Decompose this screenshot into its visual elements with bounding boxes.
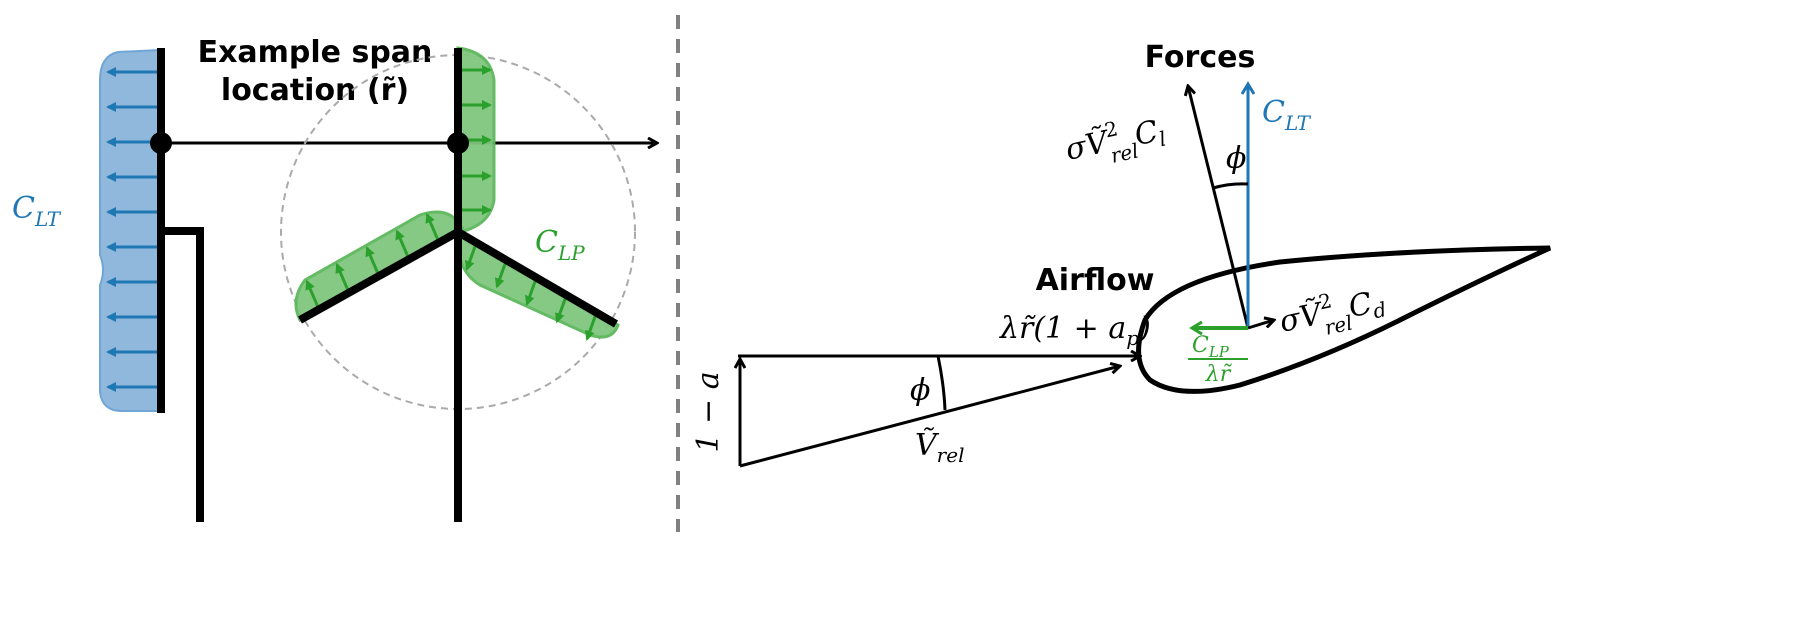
torque-arrows — [305, 65, 599, 341]
phi-airflow: ϕ — [910, 373, 930, 408]
lift-label: σṼ2relCl — [1061, 107, 1169, 177]
torque-arrow-small — [365, 246, 381, 277]
airfoil — [1136, 245, 1552, 394]
forces-title: Forces — [1145, 40, 1256, 75]
nacelle-tower — [161, 227, 204, 522]
drag-label: σṼ2relCd — [1275, 278, 1390, 349]
thrust-distribution-region — [99, 48, 161, 412]
forces-diagram: Forces ϕ CLT σṼ2relCl σṼ2relCd CLP λr̃ A… — [691, 40, 1552, 468]
phi-forces: ϕ — [1226, 141, 1246, 176]
torque-arrow-small — [425, 212, 441, 244]
thrust-arrows — [106, 67, 158, 392]
span-title-line2: location (r̃) — [221, 73, 409, 108]
airflow-title: Airflow — [1036, 263, 1155, 298]
front-view: CLP — [280, 46, 636, 522]
relative-velocity-arrow — [739, 366, 1120, 468]
clp-label: CLP — [535, 225, 585, 265]
clt-label-left: CLT — [12, 191, 62, 231]
lift-arrow — [1188, 86, 1250, 329]
torque-arrow-small — [335, 262, 351, 294]
torque-arrow-small — [395, 229, 411, 260]
span-title-line1: Example span — [198, 35, 433, 70]
blade-left — [298, 228, 460, 324]
tangential-velocity-label: λr̃(1 + ap) — [999, 311, 1151, 350]
clt-label-right: CLT — [1262, 95, 1312, 135]
torque-arrow-small — [305, 279, 321, 311]
side-view: CLT Example span location (r̃) — [12, 35, 657, 522]
phi-arc-forces — [1212, 182, 1249, 190]
drag-arrow — [1247, 320, 1274, 330]
blade-right — [455, 228, 619, 328]
hub-dot-front — [447, 132, 469, 154]
relative-velocity-label: Ṽrel — [915, 427, 964, 467]
torque-fraction-denominator: λr̃ — [1205, 362, 1233, 387]
torque-fraction-numerator: CLP — [1192, 333, 1230, 361]
phi-arc-airflow — [936, 355, 947, 411]
axial-velocity-label: 1 − a — [691, 371, 726, 452]
